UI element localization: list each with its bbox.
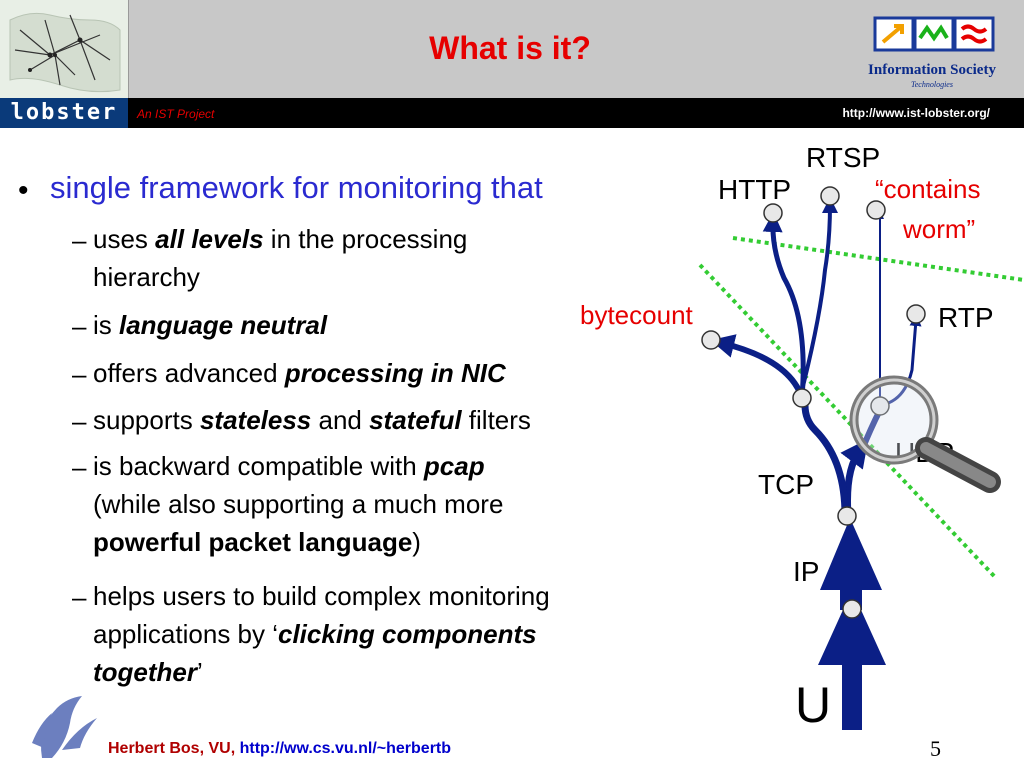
label-rtp: RTP [938, 302, 994, 333]
dash-marker: – [72, 452, 87, 482]
header-bar [0, 98, 1024, 128]
ist-project-label: An IST Project [137, 107, 215, 121]
node-rtsp [820, 186, 840, 206]
dash-marker: – [72, 406, 87, 436]
list-item: is language neutral [93, 310, 328, 340]
ist-logo-line2: Technologies [911, 80, 953, 89]
page-number: 5 [930, 736, 941, 761]
u-arrow [818, 590, 886, 730]
label-contains-worm-1: “contains [875, 174, 981, 204]
ist-logo [850, 12, 1015, 92]
europe-map-image [0, 0, 129, 98]
list-item: helps users to build complex monitoring … [93, 581, 550, 687]
label-tcp: TCP [758, 469, 814, 500]
footer-url-link[interactable]: http://ww.cs.vu.nl/~herbertb [239, 740, 452, 757]
label-contains-worm-2: worm” [902, 214, 975, 244]
list-item: supports stateless and stateful filters [93, 405, 531, 435]
protocol-tree-diagram: RTSP HTTP “contains worm” bytecount RTP … [560, 130, 1024, 733]
label-u: U [795, 677, 831, 730]
node-http [763, 203, 783, 223]
dash-marker: – [72, 225, 87, 255]
footer-text: Herbert Bos, VU, http://ww.cs.vu.nl/~her… [108, 740, 451, 758]
node-ip [837, 506, 857, 526]
vu-logo [22, 688, 102, 760]
page-title: What is it? [429, 30, 591, 66]
ist-logo-line1: Information Society [868, 62, 996, 78]
label-http: HTTP [718, 174, 791, 205]
header-background [0, 0, 1024, 98]
node-bytecount [701, 330, 721, 350]
node-worm [866, 200, 886, 220]
boundary-line-upper [732, 236, 1024, 282]
node-u [842, 599, 862, 619]
lobster-logo: lobster [0, 98, 128, 128]
footer-author: Herbert Bos, VU, [108, 740, 240, 757]
dash-marker: – [72, 582, 87, 612]
project-url-link[interactable]: http://www.ist-lobster.org/ [842, 106, 990, 120]
node-tcp [792, 388, 812, 408]
dash-marker: – [72, 359, 87, 389]
label-bytecount: bytecount [580, 300, 694, 330]
node-rtp [906, 304, 926, 324]
ip-arrow [820, 518, 882, 610]
node-udp [870, 396, 890, 416]
main-bullet-text: single framework for monitoring that [50, 170, 543, 205]
list-item: uses all levels in the processing hierar… [93, 224, 468, 292]
bullet-marker: • [18, 174, 29, 207]
list-item: offers advanced processing in NIC [93, 358, 506, 388]
label-rtsp: RTSP [806, 142, 880, 173]
magnifier-icon [849, 375, 1001, 493]
label-ip: IP [793, 556, 819, 587]
dash-marker: – [72, 311, 87, 341]
list-item: is backward compatible with pcap (while … [93, 451, 504, 557]
